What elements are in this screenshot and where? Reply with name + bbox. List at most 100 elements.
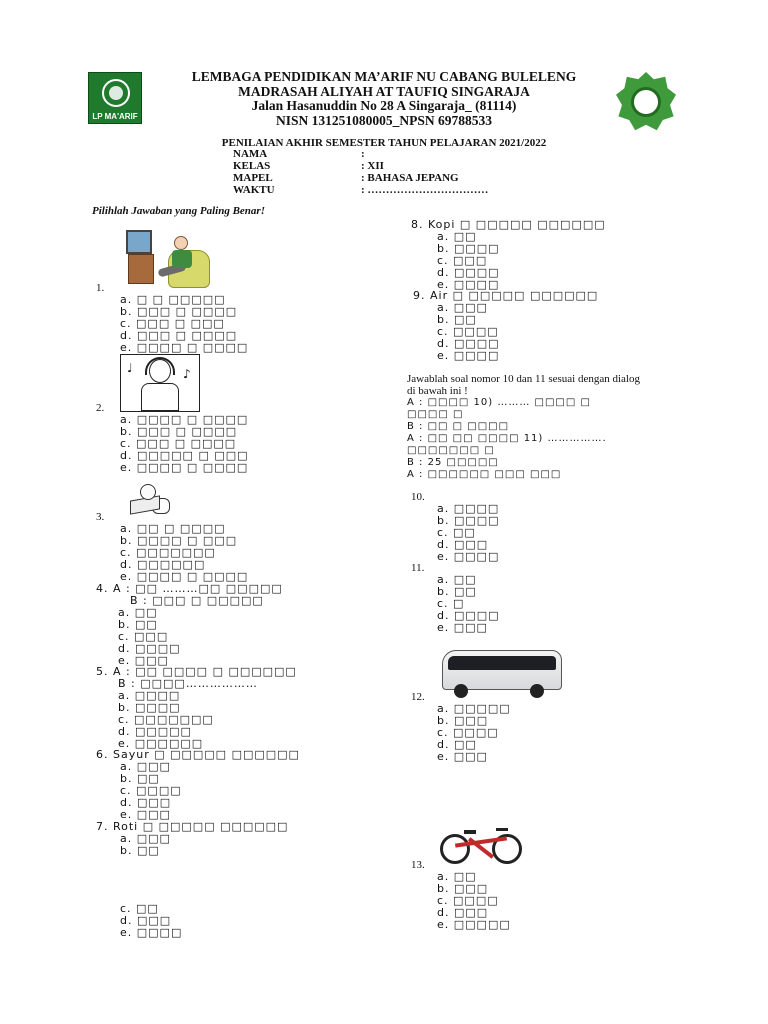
- field-value: : BAHASA JEPANG: [361, 172, 459, 184]
- option: c. □□: [437, 526, 476, 539]
- option: d. □□□: [437, 538, 489, 551]
- q8-block: 8. Kopi □ □□□□□ □□□□□□ a. □□ b. □□□□ c. …: [411, 219, 606, 291]
- option: c. □□□□□□□: [118, 713, 214, 726]
- q7-options-continued: c. □□ d. □□□ e. □□□□: [120, 903, 182, 939]
- listening-music-illustration: ♩ ♪: [120, 354, 200, 412]
- option: b. □□: [437, 585, 477, 598]
- option: e. □□□: [118, 654, 169, 667]
- music-note-icon: ♩: [127, 361, 133, 375]
- question-stem: 5. A : □□ □□□□ □ □□□□□□: [96, 665, 297, 678]
- option: d. □□□□: [437, 609, 500, 622]
- option: c. □□□□: [437, 325, 499, 338]
- option: b. □□□□: [437, 242, 500, 255]
- dialog-line: □□□□□□□ □: [407, 445, 495, 456]
- option: b. □□□□ □ □□□: [120, 534, 238, 547]
- option: b. □□□ □ □□□□: [120, 305, 238, 318]
- option: a. □□□□: [118, 689, 181, 702]
- option: a. □□□□: [437, 502, 500, 515]
- instruction: Pilihlah Jawaban yang Paling Benar!: [92, 205, 265, 217]
- option: c. □: [437, 597, 465, 610]
- q11-options: a. □□ b. □□ c. □ d. □□□□ e. □□□: [437, 574, 500, 634]
- option: a. □□: [437, 870, 477, 883]
- q4-block: 4. A : □□ ………□□ □□□□□ B : □□□ □ □□□□□ a.…: [96, 583, 283, 667]
- dialog-line: □□□□ □: [407, 409, 464, 420]
- nu-emblem-icon: [102, 79, 130, 107]
- field-label: WAKTU: [233, 184, 275, 196]
- option: d. □□□: [120, 796, 172, 809]
- header-line-2: MADRASAH ALIYAH AT TAUFIQ SINGARAJA: [238, 83, 530, 99]
- question-number: 12.: [411, 691, 425, 703]
- dialog-line: A : □□ □□ □□□□ 11) …………….: [407, 433, 607, 444]
- field-label: MAPEL: [233, 172, 273, 184]
- option: d. □□□: [120, 914, 172, 927]
- q3-options: a. □□ □ □□□□ b. □□□□ □ □□□ c. □□□□□□□ d.…: [120, 523, 248, 583]
- dialog-line: B : □□ □ □□□□: [407, 421, 510, 432]
- header-line-3: Jalan Hasanuddin No 28 A Singaraja_ (811…: [251, 98, 517, 113]
- option: a. □□: [437, 573, 477, 586]
- bicycle-illustration: [438, 822, 524, 866]
- question-stem: 4. A : □□ ………□□ □□□□□: [96, 582, 283, 595]
- option: c. □□□: [118, 630, 169, 643]
- option: e. □□□: [120, 808, 171, 821]
- header-line-1: LEMBAGA PENDIDIKAN MA’ARIF NU CABANG BUL…: [191, 69, 577, 84]
- dialog-line: A : □□□□ 10) ……… □□□□ □: [407, 397, 591, 408]
- option: d. □□□□□ □ □□□: [120, 449, 249, 462]
- option: e. □□□□ □ □□□□: [120, 570, 249, 583]
- school-logo: [612, 72, 680, 131]
- option: c. □□□ □ □□□□: [120, 437, 237, 450]
- field-label: NAMA: [233, 148, 268, 160]
- option: c. □□□□: [437, 894, 499, 907]
- option: a. □□□: [120, 760, 171, 773]
- option: b. □□□ □ □□□□: [120, 425, 238, 438]
- option: e. □□□: [437, 750, 488, 763]
- option: a. □ □ □□□□□: [120, 293, 226, 306]
- q2-options: a. □□□□ □ □□□□ b. □□□ □ □□□□ c. □□□ □ □□…: [120, 414, 249, 474]
- option: b. □□: [120, 772, 160, 785]
- question-stem: 6. Sayur □ □□□□□ □□□□□□: [96, 748, 300, 761]
- option: e. □□□□: [437, 278, 500, 291]
- tv-watching-illustration: [124, 228, 212, 290]
- headphones-icon: [145, 357, 175, 375]
- q5-block: 5. A : □□ □□□□ □ □□□□□□ B : □□□□……………… a…: [96, 666, 297, 750]
- header-line-4: NISN 131251080005_NPSN 69788533: [275, 112, 492, 128]
- q7-block: 7. Roti □ □□□□□ □□□□□□ a. □□□ b. □□: [96, 821, 288, 857]
- option: c. □□: [120, 902, 159, 915]
- bus-illustration: [440, 644, 564, 700]
- question-stem: B : □□□ □ □□□□□: [130, 594, 264, 607]
- q1-options: a. □ □ □□□□□ b. □□□ □ □□□□ c. □□□ □ □□□ …: [120, 294, 248, 354]
- option: d. □□□□□□: [120, 558, 206, 571]
- option: b. □□: [120, 844, 160, 857]
- option: d. □□□ □ □□□□: [120, 329, 238, 342]
- option: b. □□□□: [118, 701, 181, 714]
- music-note-icon: ♪: [183, 367, 191, 381]
- q10-options: a. □□□□ b. □□□□ c. □□ d. □□□ e. □□□□: [437, 503, 500, 563]
- option: a. □□□□ □ □□□□: [120, 413, 249, 426]
- letterhead: LEMBAGA PENDIDIKAN MA’ARIF NU CABANG BUL…: [0, 69, 768, 128]
- option: a. □□□: [437, 301, 488, 314]
- question-stem: 7. Roti □ □□□□□ □□□□□□: [96, 820, 289, 833]
- option: b. □□: [118, 618, 158, 631]
- option: d. □□□□: [437, 266, 500, 279]
- field-value: : ……………………………: [361, 184, 489, 196]
- option: c. □□□: [437, 254, 488, 267]
- option: e. □□□□: [437, 550, 500, 563]
- reading-book-illustration: [122, 482, 178, 516]
- question-stem: 8. Kopi □ □□□□□ □□□□□□: [411, 218, 606, 231]
- assessment-title: PENILAIAN AKHIR SEMESTER TAHUN PELAJARAN…: [221, 137, 547, 149]
- option: a. □□□: [120, 832, 171, 845]
- dialog-line: B : 25 □□□□□: [407, 457, 499, 468]
- question-number: 3.: [96, 511, 105, 523]
- field-label: KELAS: [233, 160, 271, 172]
- option: d. □□□□: [437, 337, 500, 350]
- question-number: 1.: [96, 282, 105, 294]
- option: e. □□□□□: [437, 918, 511, 931]
- lp-maarif-logo: LP MA'ARIF: [88, 72, 142, 124]
- option: e. □□□□ □ □□□□: [120, 341, 249, 354]
- option: c. □□□□□□□: [120, 546, 216, 559]
- q6-block: 6. Sayur □ □□□□□ □□□□□□ a. □□□ b. □□ c. …: [96, 749, 300, 821]
- question-number: 10.: [411, 491, 425, 503]
- option: d. □□□: [437, 906, 489, 919]
- option: a. □□□□□: [437, 702, 511, 715]
- option: b. □□□: [437, 882, 489, 895]
- option: c. □□□ □ □□□: [120, 317, 225, 330]
